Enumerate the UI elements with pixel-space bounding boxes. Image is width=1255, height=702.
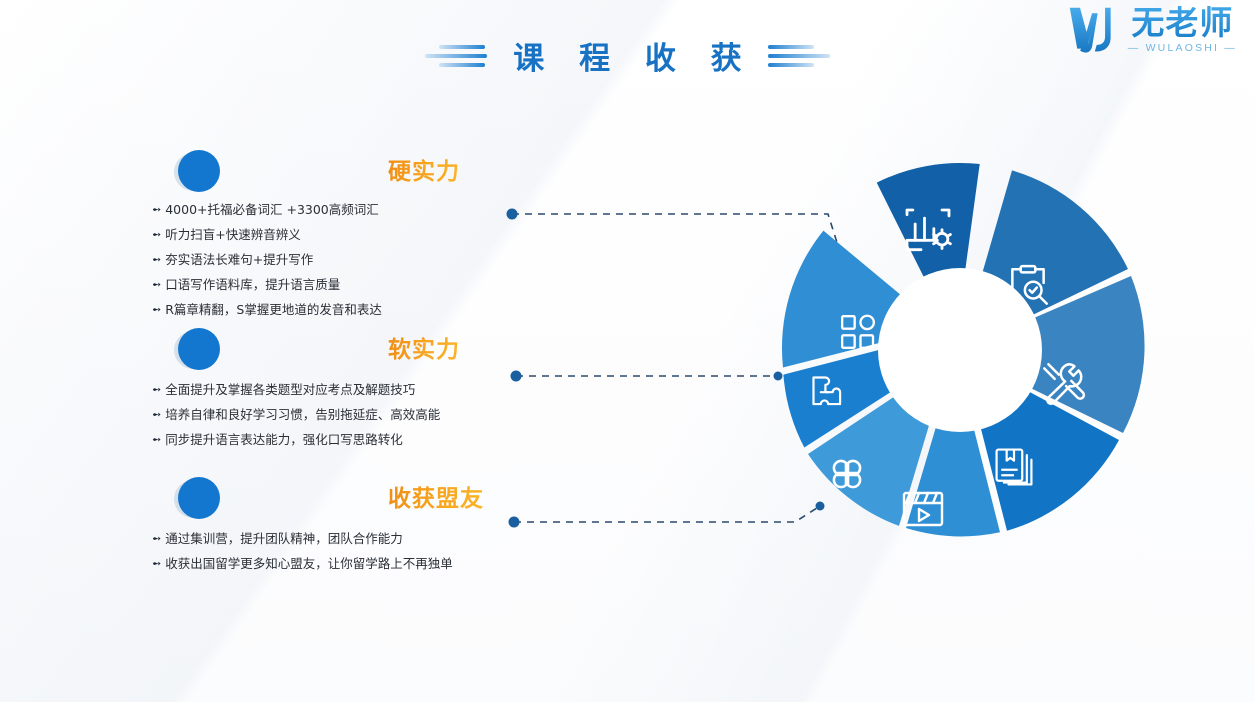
- arrow-bullet-icon: ➻: [152, 227, 162, 241]
- wheel-segment-book: [980, 392, 1119, 531]
- page-title-text: 课 程 收 获: [513, 41, 754, 77]
- list-item: ➻4000+托福必备词汇 +3300高频词汇: [152, 202, 520, 219]
- list-item: ➻同步提升语言表达能力，强化口写思路转化: [152, 432, 520, 449]
- group-items: ➻通过集训营，提升团队精神，团队合作能力 ➻收获出国留学更多知心盟友，让你留学路…: [0, 531, 520, 573]
- list-item: ➻收获出国留学更多知心盟友，让你留学路上不再独单: [152, 556, 520, 573]
- group-header: 硬实力: [0, 149, 520, 202]
- title-stripes-right-icon: [767, 44, 830, 67]
- wulaoshi-w-mark-icon: [1064, 4, 1122, 56]
- arrow-bullet-icon: ➻: [152, 383, 162, 397]
- list-item-text: 全面提升及掌握各类题型对应考点及解题技巧: [165, 382, 416, 398]
- list-item-text: 口语写作语料库，提升语言质量: [165, 276, 341, 292]
- brand-pinyin: — WULAOSHI —: [1127, 42, 1237, 55]
- list-item-text: 4000+托福必备词汇 +3300高频词汇: [165, 202, 379, 217]
- wheel-segment-grid: [781, 230, 901, 368]
- list-item-text: 听力扫盲+快速辨音辨义: [165, 226, 301, 242]
- arrow-bullet-icon: ➻: [152, 277, 162, 291]
- arrow-bullet-icon: ➻: [152, 532, 162, 545]
- group-header: 收获盟友: [0, 476, 520, 531]
- arrow-bullet-icon: ➻: [152, 556, 162, 570]
- list-item-text: 夯实语法长难句+提升写作: [165, 251, 314, 267]
- arrow-bullet-icon: ➻: [152, 302, 162, 316]
- wheel-center-hole: [878, 268, 1042, 432]
- list-item: ➻通过集训营，提升团队精神，团队合作能力: [152, 531, 520, 548]
- group-title-hard-skills: 硬实力: [388, 152, 460, 186]
- blue-circle-marker-icon: [170, 327, 220, 372]
- group-gain-allies: 收获盟友 ➻通过集训营，提升团队精神，团队合作能力 ➻收获出国留学更多知心盟友，…: [0, 476, 520, 573]
- arrow-bullet-icon: ➻: [152, 252, 162, 266]
- wheel-segment-chart-settings: [876, 163, 980, 277]
- group-soft-skills: 软实力 ➻全面提升及掌握各类题型对应考点及解题技巧 ➻培养自律和良好学习习惯，告…: [0, 327, 520, 449]
- group-items: ➻4000+托福必备词汇 +3300高频词汇 ➻听力扫盲+快速辨音辨义 ➻夯实语…: [0, 202, 520, 318]
- list-item-text: 通过集训营，提升团队精神，团队合作能力: [165, 531, 403, 546]
- list-item-text: 同步提升语言表达能力，强化口写思路转化: [165, 432, 403, 448]
- list-item: ➻R篇章精翻，S掌握更地道的发音和表达: [152, 302, 520, 319]
- list-item-text: 收获出国留学更多知心盟友，让你留学路上不再独单: [165, 555, 453, 571]
- segmented-donut-wheel: [760, 150, 1160, 550]
- page-title: 课 程 收 获: [0, 33, 1255, 78]
- brand-name: 无老师: [1131, 3, 1234, 41]
- group-title-gain-allies: 收获盟友: [388, 479, 484, 513]
- blue-circle-marker-icon: [170, 149, 220, 193]
- group-items: ➻全面提升及掌握各类题型对应考点及解题技巧 ➻培养自律和良好学习习惯，告别拖延症…: [0, 382, 520, 449]
- blue-circle-marker-icon: [170, 476, 220, 520]
- list-item: ➻听力扫盲+快速辨音辨义: [152, 227, 520, 244]
- arrow-bullet-icon: ➻: [152, 433, 162, 447]
- group-header: 软实力: [0, 327, 520, 382]
- list-item-text: R篇章精翻，S掌握更地道的发音和表达: [165, 301, 382, 317]
- arrow-bullet-icon: ➻: [152, 203, 162, 216]
- arrow-bullet-icon: ➻: [152, 408, 162, 422]
- content-groups: 硬实力 ➻4000+托福必备词汇 +3300高频词汇 ➻听力扫盲+快速辨音辨义 …: [0, 149, 520, 581]
- list-item-text: 培养自律和良好学习习惯，告别拖延症、高效高能: [165, 407, 441, 423]
- group-title-soft-skills: 软实力: [388, 330, 460, 364]
- list-item: ➻口语写作语料库，提升语言质量: [152, 277, 520, 294]
- wheel-segment-clover: [808, 397, 930, 526]
- list-item: ➻培养自律和良好学习习惯，告别拖延症、高效高能: [152, 407, 520, 424]
- title-stripes-left-icon: [425, 44, 488, 67]
- brand-logo: 无老师 — WULAOSHI —: [1064, 4, 1237, 56]
- list-item: ➻全面提升及掌握各类题型对应考点及解题技巧: [152, 382, 520, 399]
- group-hard-skills: 硬实力 ➻4000+托福必备词汇 +3300高频词汇 ➻听力扫盲+快速辨音辨义 …: [0, 149, 520, 318]
- list-item: ➻夯实语法长难句+提升写作: [152, 252, 520, 269]
